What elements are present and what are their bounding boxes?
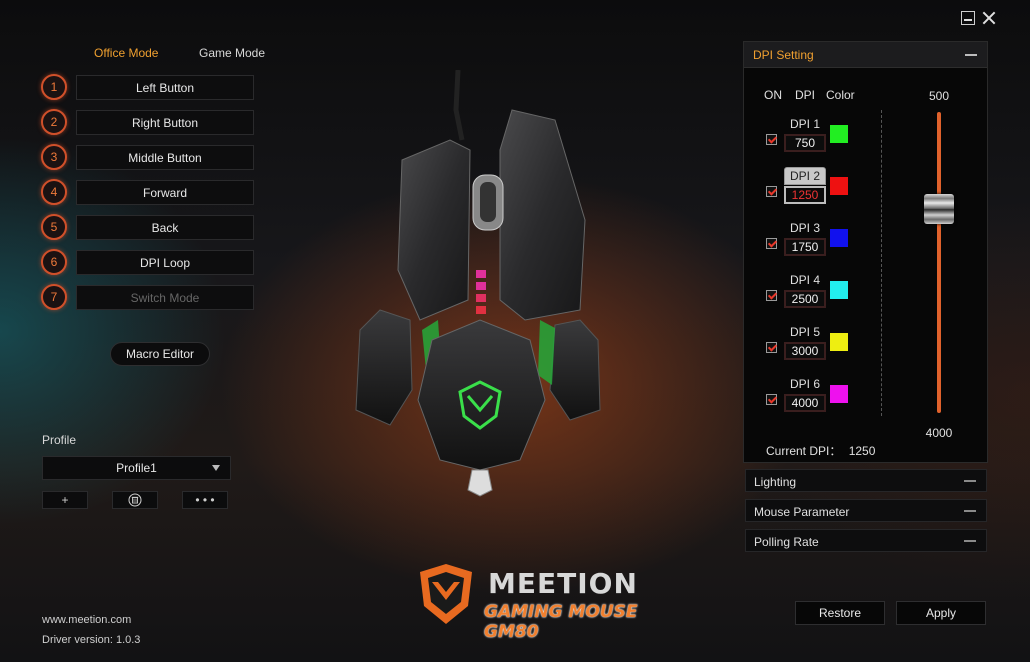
dpi-3-value[interactable]: 1750 bbox=[784, 238, 826, 256]
profile-select[interactable]: Profile1 bbox=[42, 456, 231, 480]
dpi-level-4: DPI 4 2500 bbox=[744, 271, 987, 315]
delete-profile-button[interactable] bbox=[112, 491, 158, 509]
button-row-6: 6 DPI Loop bbox=[41, 249, 254, 275]
dpi-4-label[interactable]: DPI 4 bbox=[789, 273, 820, 287]
meetion-logo-icon bbox=[420, 564, 472, 624]
expand-icon[interactable] bbox=[964, 480, 976, 482]
section-mouse-parameter[interactable]: Mouse Parameter bbox=[745, 499, 987, 522]
apply-button[interactable]: Apply bbox=[896, 601, 986, 625]
dpi-6-value[interactable]: 4000 bbox=[784, 394, 826, 412]
driver-version: Driver version: 1.0.3 bbox=[42, 634, 141, 646]
dpi-4-checkbox[interactable] bbox=[766, 290, 777, 301]
dpi-1-color-swatch[interactable] bbox=[830, 125, 848, 143]
dpi-level-5: DPI 5 3000 bbox=[744, 323, 987, 367]
minimize-icon[interactable] bbox=[961, 11, 975, 25]
dpi-2-color-swatch[interactable] bbox=[830, 177, 848, 195]
trash-icon bbox=[128, 493, 142, 507]
dpi-1-label[interactable]: DPI 1 bbox=[789, 117, 820, 131]
button-row-2: 2 Right Button bbox=[41, 109, 254, 135]
dpi-level-3: DPI 3 1750 bbox=[744, 219, 987, 263]
left-button-assign[interactable]: Left Button bbox=[76, 75, 254, 100]
add-profile-button[interactable]: + bbox=[42, 491, 88, 509]
dpi-5-label[interactable]: DPI 5 bbox=[789, 325, 820, 339]
expand-icon[interactable] bbox=[964, 540, 976, 542]
section-lighting-label: Lighting bbox=[754, 475, 797, 489]
dpi-5-checkbox[interactable] bbox=[766, 342, 777, 353]
dpi-3-color-swatch[interactable] bbox=[830, 229, 848, 247]
current-dpi-label: Current DPI： bbox=[766, 444, 842, 458]
restore-button[interactable]: Restore bbox=[795, 601, 885, 625]
button-number-badge: 4 bbox=[41, 179, 67, 205]
more-profile-options-button[interactable]: • • • bbox=[182, 491, 228, 509]
dpi-2-value[interactable]: 1250 bbox=[784, 186, 826, 204]
website-link[interactable]: www.meetion.com bbox=[42, 614, 132, 626]
dpi-5-color-swatch[interactable] bbox=[830, 333, 848, 351]
dpi-4-color-swatch[interactable] bbox=[830, 281, 848, 299]
current-dpi-value: 1250 bbox=[848, 444, 876, 458]
dpi-1-value[interactable]: 750 bbox=[784, 134, 826, 152]
profile-label: Profile bbox=[42, 433, 77, 447]
dpi-3-label[interactable]: DPI 3 bbox=[789, 221, 820, 235]
dpi-setting-title: DPI Setting bbox=[753, 48, 814, 62]
macro-editor-button[interactable]: Macro Editor bbox=[110, 342, 210, 366]
product-name: GAMING MOUSE GM80 bbox=[484, 602, 638, 642]
dpi-6-color-swatch[interactable] bbox=[830, 385, 848, 403]
switch-mode-button-assign: Switch Mode bbox=[76, 285, 254, 310]
dpi-slider-max: 4000 bbox=[925, 426, 953, 440]
tab-office-mode[interactable]: Office Mode bbox=[94, 46, 159, 60]
button-number-badge: 6 bbox=[41, 249, 67, 275]
button-row-4: 4 Forward bbox=[41, 179, 254, 205]
dpi-6-label[interactable]: DPI 6 bbox=[789, 377, 820, 391]
column-color: Color bbox=[826, 88, 855, 102]
dpi-4-value[interactable]: 2500 bbox=[784, 290, 826, 308]
collapse-icon[interactable] bbox=[965, 54, 977, 56]
brand-name: MEETION bbox=[488, 567, 638, 600]
dpi-setting-panel: DPI Setting ON DPI Color DPI 1 750 DPI 2… bbox=[743, 41, 988, 463]
back-button-assign[interactable]: Back bbox=[76, 215, 254, 240]
chevron-down-icon bbox=[212, 465, 220, 471]
button-number-badge: 2 bbox=[41, 109, 67, 135]
button-number-badge: 1 bbox=[41, 74, 67, 100]
dpi-2-label[interactable]: DPI 2 bbox=[784, 167, 826, 185]
button-row-3: 3 Middle Button bbox=[41, 144, 254, 170]
current-dpi: Current DPI： 1250 bbox=[766, 442, 875, 459]
forward-button-assign[interactable]: Forward bbox=[76, 180, 254, 205]
dpi-slider-min: 500 bbox=[928, 89, 950, 103]
column-on: ON bbox=[764, 88, 782, 102]
dpi-6-checkbox[interactable] bbox=[766, 394, 777, 405]
dpi-2-checkbox[interactable] bbox=[766, 186, 777, 197]
close-icon[interactable] bbox=[982, 11, 996, 25]
button-row-7: 7 Switch Mode bbox=[41, 284, 254, 310]
expand-icon[interactable] bbox=[964, 510, 976, 512]
section-lighting[interactable]: Lighting bbox=[745, 469, 987, 492]
button-row-5: 5 Back bbox=[41, 214, 254, 240]
tab-game-mode[interactable]: Game Mode bbox=[199, 46, 266, 60]
button-number-badge: 5 bbox=[41, 214, 67, 240]
button-number-badge: 3 bbox=[41, 144, 67, 170]
brand-logo: MEETION GAMING MOUSE GM80 bbox=[414, 562, 674, 642]
dpi-level-2: DPI 2 1250 bbox=[744, 167, 987, 211]
dpi-slider-track[interactable] bbox=[937, 112, 941, 413]
section-polling-rate[interactable]: Polling Rate bbox=[745, 529, 987, 552]
section-polling-rate-label: Polling Rate bbox=[754, 535, 819, 549]
dpi-1-checkbox[interactable] bbox=[766, 134, 777, 145]
dpi-3-checkbox[interactable] bbox=[766, 238, 777, 249]
button-number-badge: 7 bbox=[41, 284, 67, 310]
dpi-loop-button-assign[interactable]: DPI Loop bbox=[76, 250, 254, 275]
column-dpi: DPI bbox=[795, 88, 816, 102]
dpi-level-1: DPI 1 750 bbox=[744, 115, 987, 159]
dpi-level-6: DPI 6 4000 bbox=[744, 375, 987, 419]
dpi-slider-thumb[interactable] bbox=[924, 194, 954, 224]
section-mouse-parameter-label: Mouse Parameter bbox=[754, 505, 850, 519]
profile-selected-value: Profile1 bbox=[116, 461, 157, 475]
dpi-5-value[interactable]: 3000 bbox=[784, 342, 826, 360]
right-button-assign[interactable]: Right Button bbox=[76, 110, 254, 135]
dpi-setting-header[interactable]: DPI Setting bbox=[744, 42, 987, 68]
mouse-illustration bbox=[350, 69, 610, 500]
middle-button-assign[interactable]: Middle Button bbox=[76, 145, 254, 170]
dpi-divider bbox=[881, 110, 882, 416]
button-row-1: 1 Left Button bbox=[41, 74, 254, 100]
